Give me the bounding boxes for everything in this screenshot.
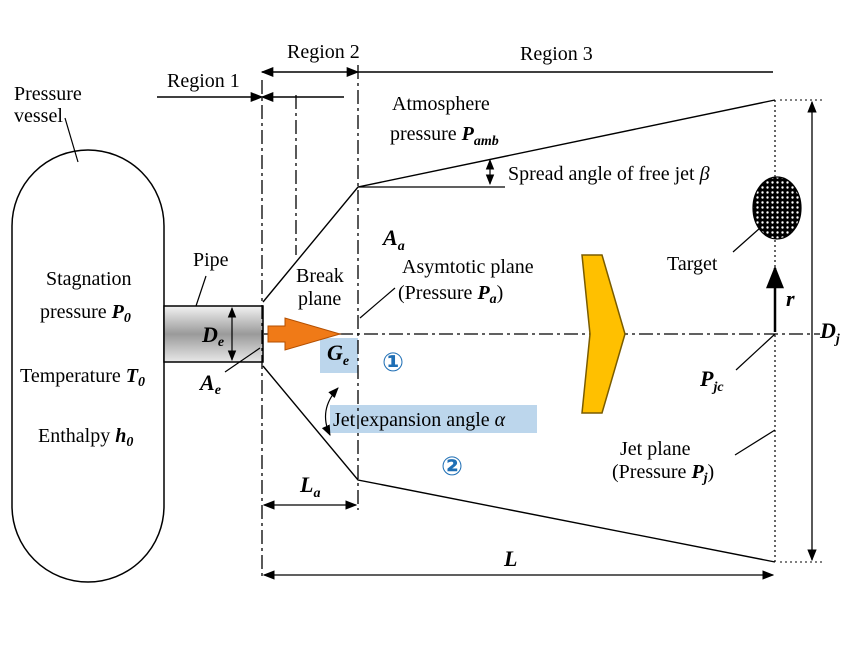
jet-lower-boundary — [262, 365, 776, 563]
jet-plane-line2: (Pressure Pj) — [612, 461, 714, 486]
atmosphere-line2: pressure Pamb — [390, 123, 499, 149]
pressure-vessel — [11, 149, 165, 583]
pipe-leader — [195, 275, 207, 307]
aa-label: Aa — [381, 225, 405, 254]
flow-direction-arrow — [581, 254, 626, 414]
asymptotic-plane-line1: Asymtotic plane — [402, 256, 534, 278]
break-plane-line2: plane — [298, 288, 341, 310]
marker-one: ① — [382, 348, 404, 378]
dj-label: Dj — [819, 318, 840, 347]
target-icon — [752, 176, 802, 240]
jet-expansion-label: Jet expansion angle α — [333, 409, 506, 431]
r-label: r — [786, 286, 795, 311]
vessel-leader — [64, 117, 79, 163]
temperature-label: Temperature T0 — [20, 365, 145, 390]
ge-highlight — [320, 338, 358, 373]
pipe — [163, 305, 264, 363]
expansion-angle-arc — [321, 387, 339, 436]
region2-label: Region 2 — [287, 41, 360, 63]
asymptotic-plane-line2: (Pressure Pa) — [398, 282, 503, 307]
target-leader — [732, 227, 761, 253]
marker-two: ② — [441, 452, 463, 482]
pipe-label: Pipe — [193, 249, 229, 271]
break-plane-line1: Break — [296, 265, 344, 287]
enthalpy-label: Enthalpy h0 — [38, 425, 133, 450]
ae-leader — [224, 347, 261, 373]
region3-label: Region 3 — [520, 43, 593, 65]
ge-label: Ge — [327, 340, 349, 369]
jet-plane-line1: Jet plane — [620, 438, 691, 460]
stagnation-line2: pressure P0 — [40, 301, 131, 326]
l-label: L — [503, 546, 517, 571]
region1-label: Region 1 — [167, 70, 240, 92]
vessel-title-line2: vessel — [14, 105, 63, 127]
de-label: De — [201, 322, 224, 350]
ae-label: Ae — [198, 370, 221, 398]
stagnation-line1: Stagnation — [46, 268, 132, 290]
atmosphere-line1: Atmosphere — [392, 93, 490, 115]
spread-angle-label: Spread angle of free jet β — [508, 163, 710, 185]
asym-leader — [359, 287, 396, 319]
vessel-title-line1: Pressure — [14, 83, 82, 105]
pjc-leader — [735, 333, 776, 371]
jet-expansion-highlight — [330, 405, 537, 433]
pjc-label: Pjc — [699, 366, 724, 395]
jet-plane-leader — [734, 429, 776, 456]
target-label: Target — [667, 253, 718, 275]
nozzle-arrow — [267, 317, 342, 351]
la-label: La — [299, 472, 320, 501]
